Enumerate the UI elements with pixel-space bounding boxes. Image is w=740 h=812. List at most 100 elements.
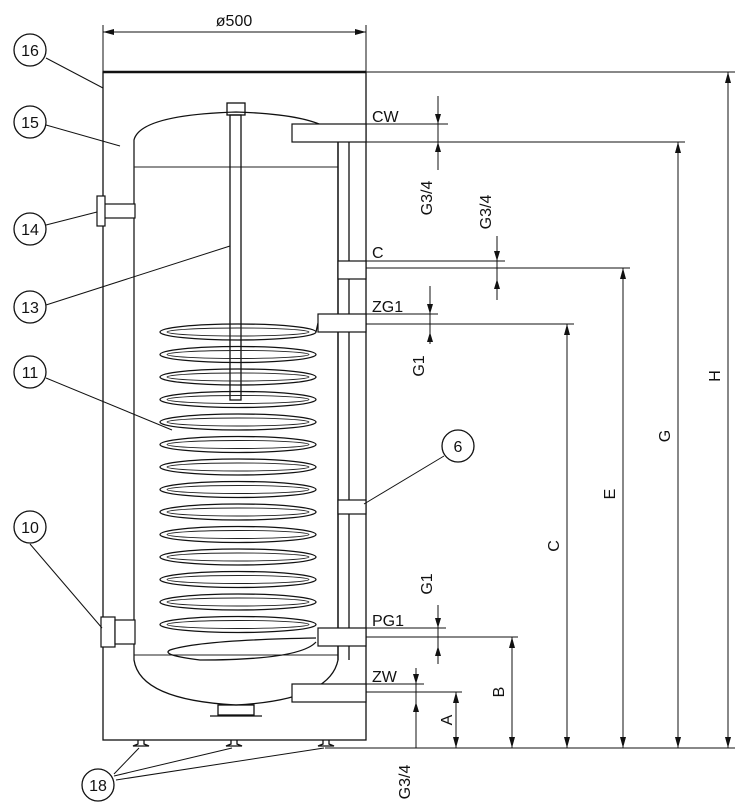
- cleaning-hole-port: [114, 619, 136, 645]
- callout-16: 16: [13, 33, 47, 67]
- pg1-thread-arrow-a: [435, 618, 441, 628]
- coil-turn-inner: [166, 620, 310, 629]
- leader-6: [363, 455, 445, 505]
- dia-arrow-left: [103, 29, 114, 35]
- coil-turn: [159, 390, 317, 409]
- callout-14-text: 14: [21, 222, 39, 239]
- coil-turn: [159, 548, 317, 566]
- anode-cap: [226, 102, 246, 116]
- callout-13-circle: [13, 290, 47, 324]
- zg1-thread-arrow-a: [427, 304, 433, 314]
- coil-turn: [159, 368, 317, 386]
- leader-16: [45, 57, 104, 89]
- callout-10-text: 10: [21, 520, 39, 537]
- leader-15: [45, 124, 121, 147]
- leader-13: [45, 245, 231, 306]
- coil-turn-inner: [166, 462, 310, 472]
- coil-turn-inner: [166, 597, 310, 607]
- thread-pg1: G1: [419, 573, 436, 594]
- leader-10: [29, 543, 103, 629]
- zw-pipe: [291, 683, 367, 703]
- foot-3: [317, 740, 335, 747]
- label-pg1: PG1: [372, 613, 404, 630]
- dim-h-label: H: [707, 370, 724, 382]
- c-arrow-bottom: [564, 737, 570, 748]
- label-c: C: [372, 245, 384, 262]
- foot-2: [225, 740, 243, 747]
- callout-11-circle: [13, 355, 47, 389]
- label-cw: CW: [372, 109, 400, 126]
- coil-turn-inner: [166, 350, 310, 359]
- coil-turn: [159, 615, 317, 634]
- dim-c-label: C: [546, 540, 563, 552]
- diameter-label: ø500: [216, 13, 253, 30]
- pg1-thread-arrow-b: [435, 646, 441, 656]
- coil-turn: [159, 323, 317, 341]
- g-arrow-bottom: [675, 737, 681, 748]
- cw-pipe: [291, 123, 367, 143]
- e-arrow-top: [620, 268, 626, 279]
- coil-turn-inner: [166, 552, 310, 562]
- thermometer-port: [102, 203, 136, 219]
- coil-turn-inner: [166, 485, 310, 494]
- cleaning-hole-cover: [100, 616, 116, 648]
- callout-18: 18: [81, 768, 115, 802]
- dim-g-label: G: [657, 430, 674, 442]
- thread-zg1: G1: [411, 355, 428, 376]
- coil-turn: [159, 503, 317, 521]
- coil-turn: [159, 345, 317, 364]
- coil-turn: [159, 525, 317, 544]
- coil-turn: [159, 413, 317, 431]
- callout-13: 13: [13, 290, 47, 324]
- thermometer-flange: [96, 195, 106, 227]
- bottom-flange: [217, 704, 255, 716]
- b-arrow-top: [509, 637, 515, 648]
- cw-thread-arrow-b: [435, 142, 441, 152]
- b-arrow-bottom: [509, 737, 515, 748]
- callout-16-text: 16: [21, 43, 39, 60]
- leader-11: [45, 377, 173, 431]
- g-arrow-top: [675, 142, 681, 153]
- zg1-thread-arrow-b: [427, 332, 433, 342]
- c-thread-arrow-a: [494, 251, 500, 261]
- thread-cw: G3/4: [419, 181, 436, 216]
- coil-turn-inner: [166, 440, 310, 449]
- coil-turn-inner: [166, 395, 310, 404]
- dim-b-label: B: [491, 687, 508, 698]
- c-arrow-top: [564, 324, 570, 335]
- callout-13-text: 13: [21, 300, 39, 317]
- foot-1: [132, 740, 150, 747]
- coil-leg: [167, 637, 317, 661]
- dia-arrow-right: [355, 29, 366, 35]
- label-zg1: ZG1: [372, 299, 403, 316]
- leader-14: [45, 211, 98, 226]
- callout-18-text: 18: [89, 778, 107, 795]
- e-arrow-bottom: [620, 737, 626, 748]
- a-arrow-bottom: [453, 737, 459, 748]
- thread-c: G3/4: [478, 195, 495, 230]
- pg1-pipe: [317, 627, 367, 647]
- callout-10: 10: [13, 510, 47, 544]
- a-arrow-top: [453, 692, 459, 703]
- cw-thread-arrow-a: [435, 114, 441, 124]
- dim-a-label: A: [439, 714, 456, 725]
- heating-coil: [159, 322, 319, 661]
- coil-turn: [159, 570, 317, 589]
- coil-turn-inner: [166, 372, 310, 382]
- zw-thread-arrow-a: [413, 674, 419, 684]
- coil-turn-inner: [166, 530, 310, 539]
- feet: [132, 740, 335, 747]
- coil-turn: [159, 593, 317, 611]
- leader-18-a: [113, 747, 140, 775]
- label-zw: ZW: [372, 669, 398, 686]
- leader-18-c: [115, 747, 325, 781]
- zg1-pipe: [317, 313, 367, 333]
- coil-turn-inner: [166, 575, 310, 584]
- callout-14-circle: [13, 212, 47, 246]
- c-pipe: [337, 260, 367, 280]
- callout-10-circle: [13, 510, 47, 544]
- callout-15-text: 15: [21, 115, 39, 132]
- anode-rod: [229, 114, 242, 401]
